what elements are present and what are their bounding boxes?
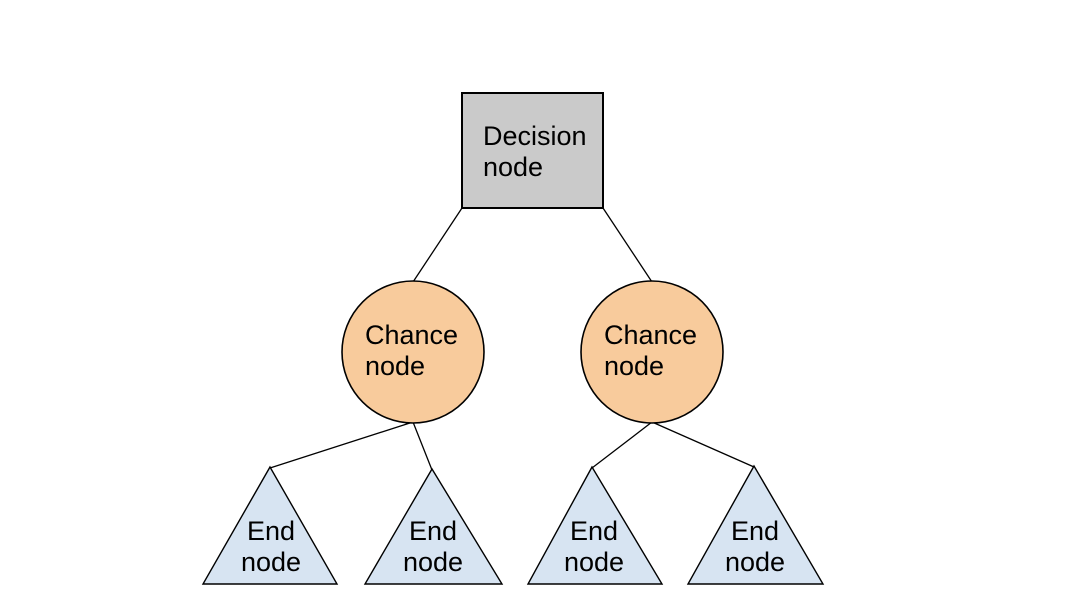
end-node-1-shape xyxy=(201,465,339,585)
end-node-4-label-line2: node xyxy=(725,547,785,577)
end-node-3-label-line2: node xyxy=(564,547,624,577)
end-node-4-label-line1: End xyxy=(731,516,779,546)
chance-node-right-shape xyxy=(580,280,724,424)
end-node-2-label-line1: End xyxy=(409,516,457,546)
edge-chance-left-to-end-2 xyxy=(412,421,433,471)
edge-chance-right-to-end-3 xyxy=(591,421,653,469)
end-node-2-shape xyxy=(363,467,504,585)
edge-chance-right-to-end-4 xyxy=(651,421,755,468)
decision-node-label-line1: Decision xyxy=(483,121,587,151)
end-node-3-label-line1: End xyxy=(570,516,618,546)
end-node-1-label-line1: End xyxy=(247,516,295,546)
edge-decision-to-chance-right xyxy=(602,207,653,283)
chance-node-left-label-line2: node xyxy=(365,351,425,381)
end-node-2-label-line2: node xyxy=(403,547,463,577)
end-node-3-shape xyxy=(526,465,664,585)
chance-node-right-label-line1: Chance xyxy=(604,320,697,350)
decision-node-shape xyxy=(461,92,604,209)
chance-node-left-shape xyxy=(341,280,485,424)
chance-node-left-label-line1: Chance xyxy=(365,320,458,350)
edge-decision-to-chance-left xyxy=(412,207,463,283)
decision-node-label-line2: node xyxy=(483,152,543,182)
end-node-4-shape xyxy=(686,464,825,585)
end-node-1-label-line2: node xyxy=(241,547,301,577)
chance-node-right-label-line2: node xyxy=(604,351,664,381)
edge-chance-left-to-end-1 xyxy=(269,421,414,469)
